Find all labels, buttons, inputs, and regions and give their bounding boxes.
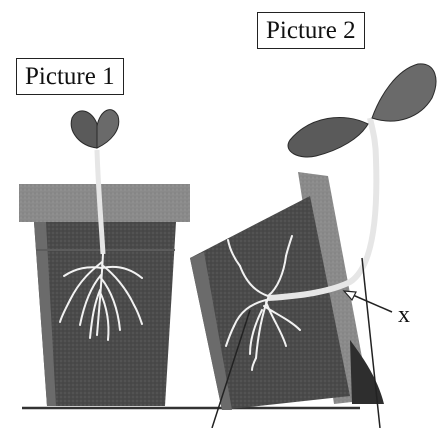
upright-pot-rim xyxy=(19,184,190,222)
tilted-seedling-leaf-left xyxy=(288,117,368,157)
tilted-pot-shadow xyxy=(350,340,384,404)
upright-seedling-leaf-right xyxy=(97,110,119,148)
picture-2-caption: Picture 2 xyxy=(257,12,365,49)
upright-seedling-leaf-left xyxy=(71,111,97,148)
upright-pot-group xyxy=(19,110,190,406)
tilted-pot-group xyxy=(190,64,436,410)
tilted-seedling-leaf-right xyxy=(372,64,436,121)
point-x-label: x xyxy=(398,303,410,327)
picture-1-caption: Picture 1 xyxy=(16,58,124,95)
